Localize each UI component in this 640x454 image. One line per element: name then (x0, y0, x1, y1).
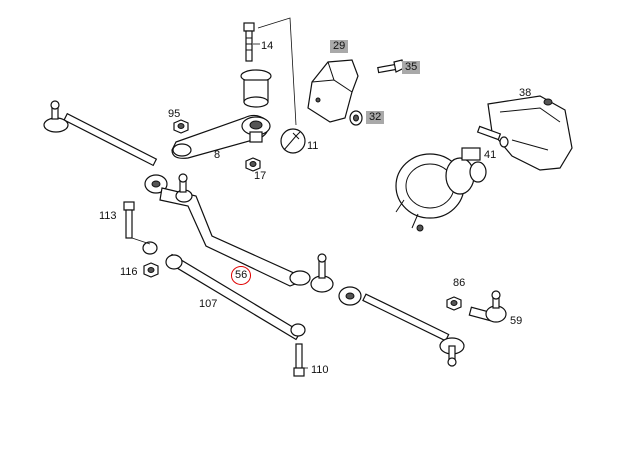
nut-116[interactable] (143, 262, 159, 278)
nut-95[interactable] (173, 119, 189, 134)
label-95: 95 (168, 108, 181, 120)
ball-joint-center[interactable] (310, 253, 334, 293)
nut-86[interactable] (446, 296, 462, 311)
label-110: 110 (311, 364, 329, 376)
label-11: 11 (307, 140, 319, 152)
leader-lines (131, 43, 308, 369)
power-steering-pump[interactable] (395, 147, 487, 232)
wrench-symbol-11[interactable] (280, 128, 306, 154)
label-116: 116 (120, 266, 138, 278)
label-56-selected[interactable]: 56 (231, 266, 252, 285)
label-41: 41 (484, 149, 497, 161)
bolt-110[interactable] (293, 343, 305, 377)
nut-17[interactable] (245, 157, 261, 172)
ball-joint-59[interactable] (468, 290, 507, 323)
bolt-113[interactable] (123, 201, 135, 239)
bracket-38[interactable] (487, 95, 573, 171)
idler-arm-8[interactable] (171, 114, 271, 159)
tie-rod-107[interactable] (142, 241, 306, 341)
label-29: 29 (330, 40, 349, 53)
label-35: 35 (402, 61, 421, 74)
label-38: 38 (519, 87, 532, 99)
label-8: 8 (214, 149, 221, 161)
label-32: 32 (366, 111, 385, 124)
bushing[interactable] (240, 69, 272, 108)
screw-35[interactable] (377, 59, 405, 74)
tie-rod-right[interactable] (338, 286, 465, 367)
center-drag-link[interactable] (159, 173, 311, 287)
bracket-29[interactable] (307, 59, 359, 123)
label-59: 59 (510, 315, 523, 327)
nut-32[interactable] (349, 110, 363, 126)
label-113: 113 (99, 210, 117, 222)
label-14: 14 (261, 40, 274, 52)
bolt-41[interactable] (476, 125, 509, 148)
label-17: 17 (254, 170, 267, 182)
bolt-14[interactable] (243, 22, 255, 62)
label-107: 107 (199, 298, 218, 310)
tie-rod-left[interactable] (43, 100, 168, 194)
label-86: 86 (453, 277, 466, 289)
leader-14 (257, 17, 297, 126)
